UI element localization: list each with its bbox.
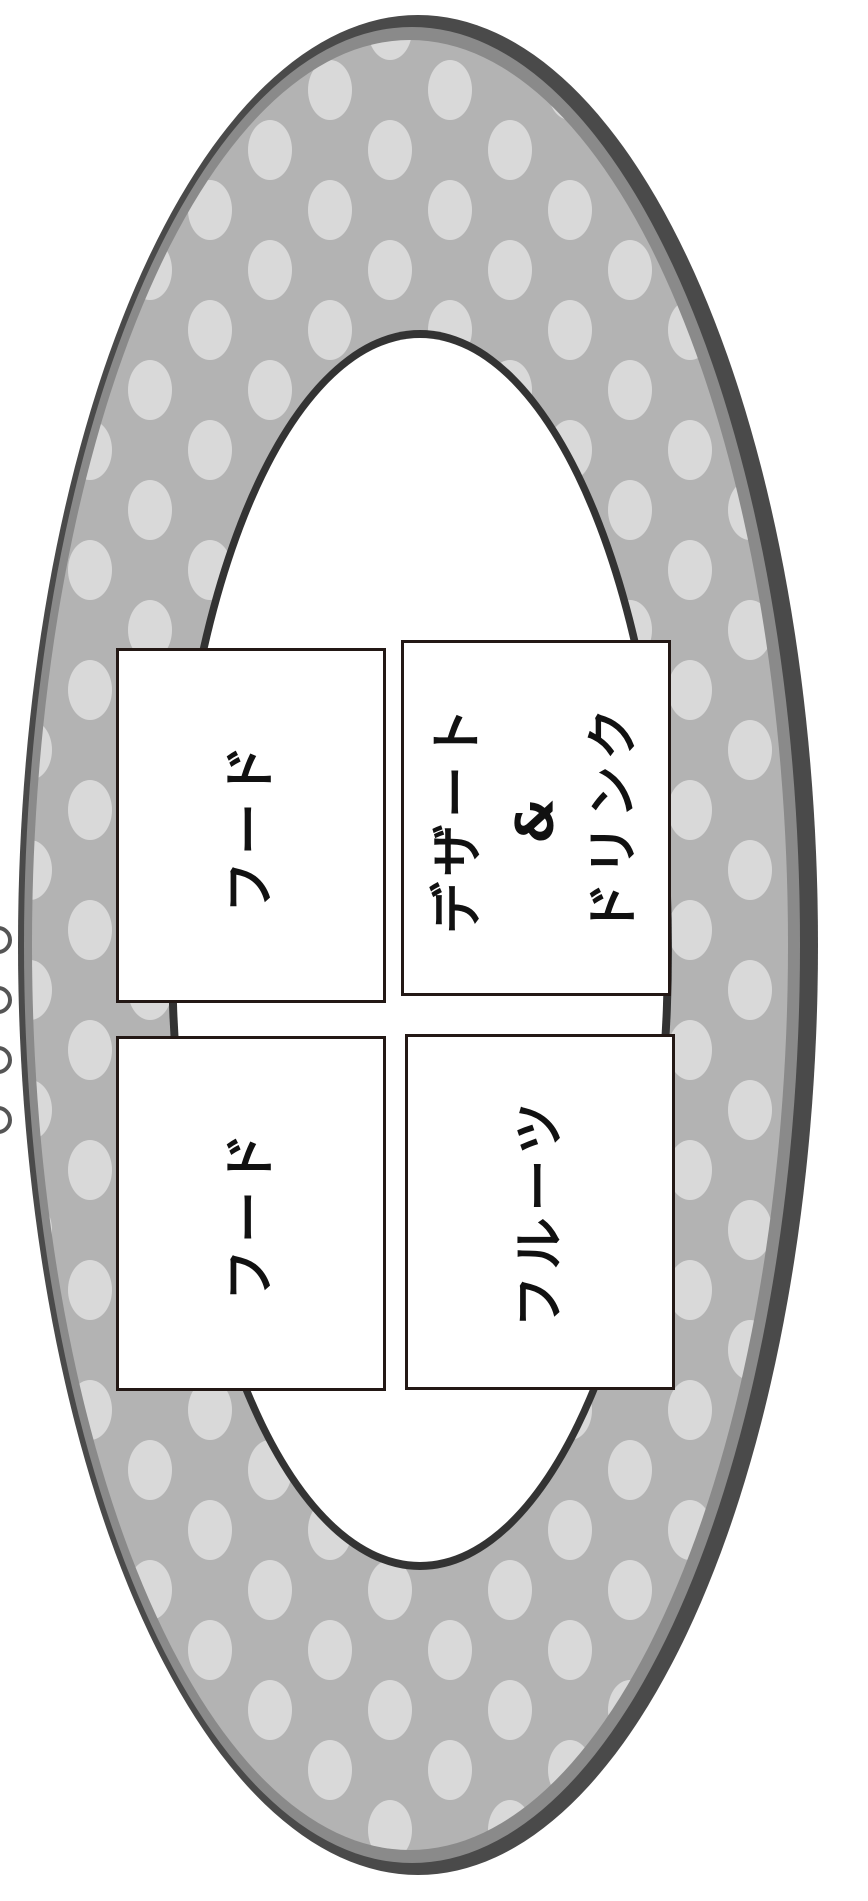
- label-drink: ドリンク: [575, 702, 653, 934]
- label-dessert-drink: デザート & ドリンク: [419, 702, 653, 934]
- menu-box-food-top[interactable]: フード: [116, 648, 386, 1003]
- menu-box-fruit[interactable]: フルーツ: [405, 1034, 675, 1390]
- ornament-fragment: [0, 910, 14, 1180]
- menu-box-dessert-drink[interactable]: デザート & ドリンク: [401, 640, 671, 996]
- label-ampersand: &: [497, 702, 575, 934]
- label-food-bottom: フード: [212, 1126, 290, 1300]
- label-dessert: デザート: [419, 702, 497, 934]
- menu-box-food-bottom[interactable]: フード: [116, 1036, 386, 1391]
- label-food-top: フード: [212, 738, 290, 912]
- label-fruit: フルーツ: [501, 1097, 579, 1328]
